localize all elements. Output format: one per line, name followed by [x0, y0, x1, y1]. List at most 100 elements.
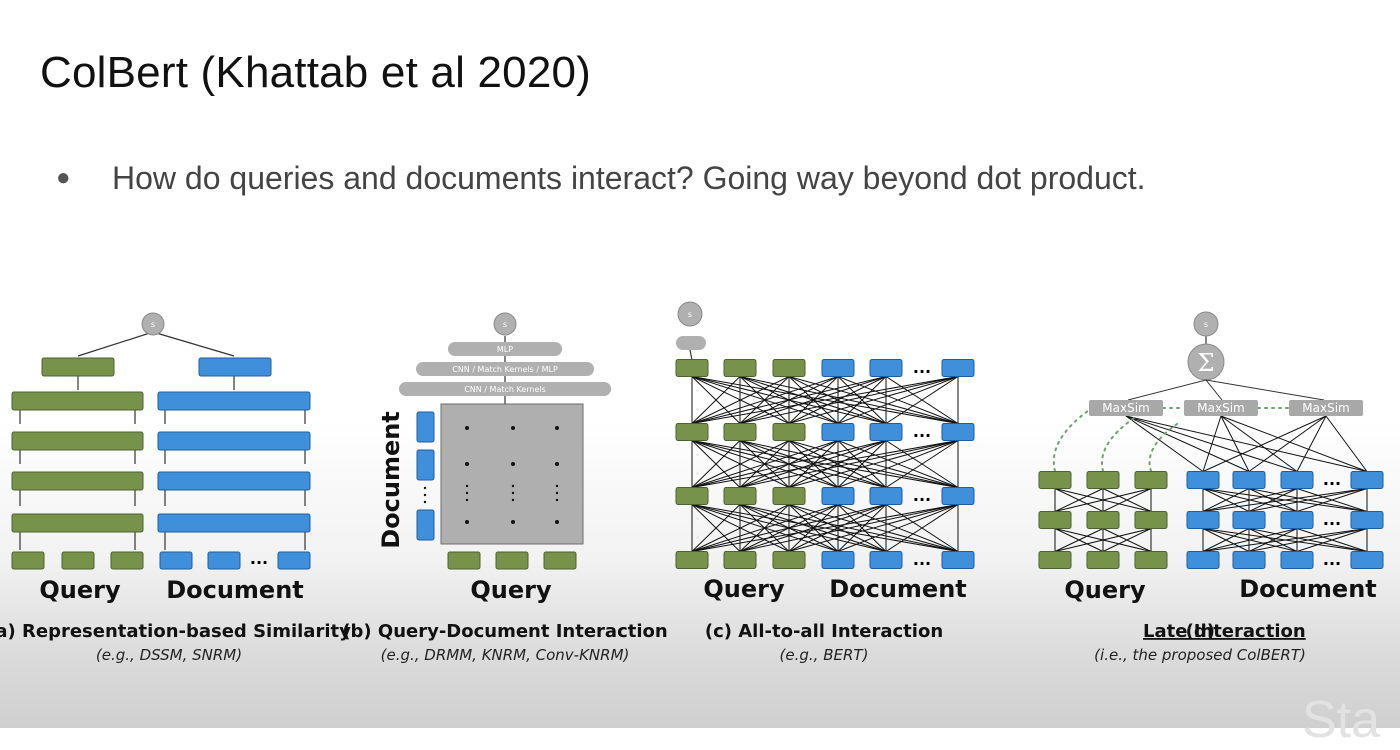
- attention-edge: [691, 440, 790, 488]
- query-token-node: [772, 423, 806, 441]
- query-token-node: [772, 551, 806, 569]
- attention-edge: [739, 376, 959, 424]
- attention-edge: [691, 504, 839, 552]
- query-token-node: [772, 487, 806, 505]
- matrix-dots: [465, 426, 559, 524]
- encoder-edge: [1248, 528, 1368, 552]
- attention-edge: [788, 440, 959, 488]
- panel-d-examples: (i.e., the proposed ColBERT): [1094, 646, 1306, 664]
- encoder-edge: [1202, 488, 1298, 512]
- document-token-node: [1186, 511, 1220, 529]
- university-watermark: Sta: [1302, 691, 1381, 749]
- attention-edge: [837, 376, 959, 424]
- panel-b-document-label: Document: [377, 411, 405, 549]
- layer-ellipsis: ...: [913, 422, 931, 441]
- attention-edge: [837, 440, 959, 488]
- attention-edge: [739, 504, 887, 552]
- query-token-node: [772, 359, 806, 377]
- attention-edge: [691, 376, 741, 424]
- panel-b-examples: (e.g., DRMM, KNRM, Conv-KNRM): [381, 646, 630, 664]
- mlp-layer: MLP: [448, 342, 562, 356]
- encoder-edge: [1296, 488, 1368, 512]
- document-token-node: [1186, 471, 1220, 489]
- panel-query-document-interaction: s MLP CNN / Match Kernels / MLP CNN / Ma…: [342, 312, 668, 664]
- attention-edge: [739, 440, 887, 488]
- sum-node: Σ: [1187, 343, 1225, 381]
- attention-edge: [885, 504, 959, 552]
- panel-d-caption: Late Interaction: [1143, 621, 1306, 642]
- attention-edge: [788, 376, 887, 424]
- document-token-node: [1350, 471, 1384, 489]
- attention-edge: [691, 504, 790, 552]
- maxsim-edge: [1125, 415, 1250, 472]
- document-token-node: [941, 423, 975, 441]
- document-side-tokens: [416, 411, 435, 541]
- query-token-node: [675, 487, 709, 505]
- attention-edge: [837, 440, 887, 488]
- panel-c-score-node: s: [677, 301, 703, 327]
- query-encoder-layers: [11, 391, 144, 533]
- attention-edge: [788, 504, 959, 552]
- attention-edge: [691, 504, 741, 552]
- attention-edge: [691, 376, 839, 424]
- document-token-node: [1186, 551, 1220, 569]
- attention-edge: [739, 376, 887, 424]
- maxsim-edge: [1248, 415, 1327, 472]
- encoder-edge: [1296, 528, 1368, 552]
- panel-late-interaction: s Σ MaxSim MaxSim MaxSim ......... Query…: [1038, 311, 1384, 664]
- panel-d-caption-prefix: (d): [1186, 621, 1215, 642]
- encoder-edge: [1102, 528, 1152, 552]
- panel-c-document-label: Document: [829, 575, 967, 603]
- architecture-diagram: s ... Query Document (a) Representation-…: [0, 301, 1384, 664]
- query-token-node: [1134, 471, 1168, 489]
- query-token-node: [1086, 511, 1120, 529]
- maxsim-edge: [1125, 415, 1368, 472]
- query-side-tokens: [447, 551, 577, 570]
- panel-b-query-label: Query: [470, 576, 552, 604]
- svg-text:CNN / Match Kernels / MLP: CNN / Match Kernels / MLP: [452, 365, 558, 374]
- bullet-marker: ●: [56, 164, 71, 191]
- query-token-node: [1134, 511, 1168, 529]
- panel-a-examples: (e.g., DSSM, SNRM): [96, 646, 242, 664]
- panel-c-query-label: Query: [703, 575, 785, 603]
- maxsim-dotted-arrow: [1101, 407, 1151, 472]
- maxsim-edge: [1202, 415, 1222, 472]
- attention-edge: [691, 504, 959, 552]
- document-token-node: [1232, 551, 1266, 569]
- encoder-edge: [1202, 528, 1298, 552]
- document-token-node: [869, 551, 903, 569]
- document-token-node: [1350, 511, 1384, 529]
- query-token-node: [723, 551, 757, 569]
- attention-edge: [837, 504, 959, 552]
- bullet-text: How do queries and documents interact? G…: [112, 160, 1146, 196]
- attention-edge: [739, 504, 959, 552]
- query-token-node: [1086, 471, 1120, 489]
- layer-ellipsis: ...: [913, 358, 931, 377]
- attention-edge: [837, 376, 887, 424]
- maxsim-dotted-arrow: [1052, 407, 1093, 472]
- attention-edge: [837, 504, 887, 552]
- document-token-node: [821, 359, 855, 377]
- panel-c-caption: (c) All-to-all Interaction: [705, 621, 943, 642]
- encoder-edge: [1102, 488, 1152, 512]
- panel-d-query-label: Query: [1064, 576, 1146, 604]
- panel-all-to-all-interaction: s ............ Query Document (c) All-to…: [675, 301, 975, 664]
- attention-edge: [885, 376, 959, 424]
- query-token-node: [675, 551, 709, 569]
- all-to-all-connections: [689, 349, 959, 552]
- encoder-edge: [1202, 528, 1250, 552]
- layer-ellipsis: ...: [1323, 510, 1341, 529]
- document-token-node: [869, 487, 903, 505]
- maxsim-edge: [1125, 415, 1204, 472]
- maxsim-edge: [1296, 415, 1327, 472]
- query-token-node: [675, 423, 709, 441]
- layer-ellipsis: ...: [913, 550, 931, 569]
- encoder-edge: [1248, 488, 1298, 512]
- document-token-node: [821, 551, 855, 569]
- late-interaction-connections: [1054, 415, 1368, 552]
- document-token-node: [1232, 471, 1266, 489]
- query-tokens: [11, 551, 144, 570]
- attention-edge: [691, 376, 790, 424]
- panel-d-score-node: s: [1193, 311, 1219, 337]
- svg-text:MaxSim: MaxSim: [1302, 401, 1349, 415]
